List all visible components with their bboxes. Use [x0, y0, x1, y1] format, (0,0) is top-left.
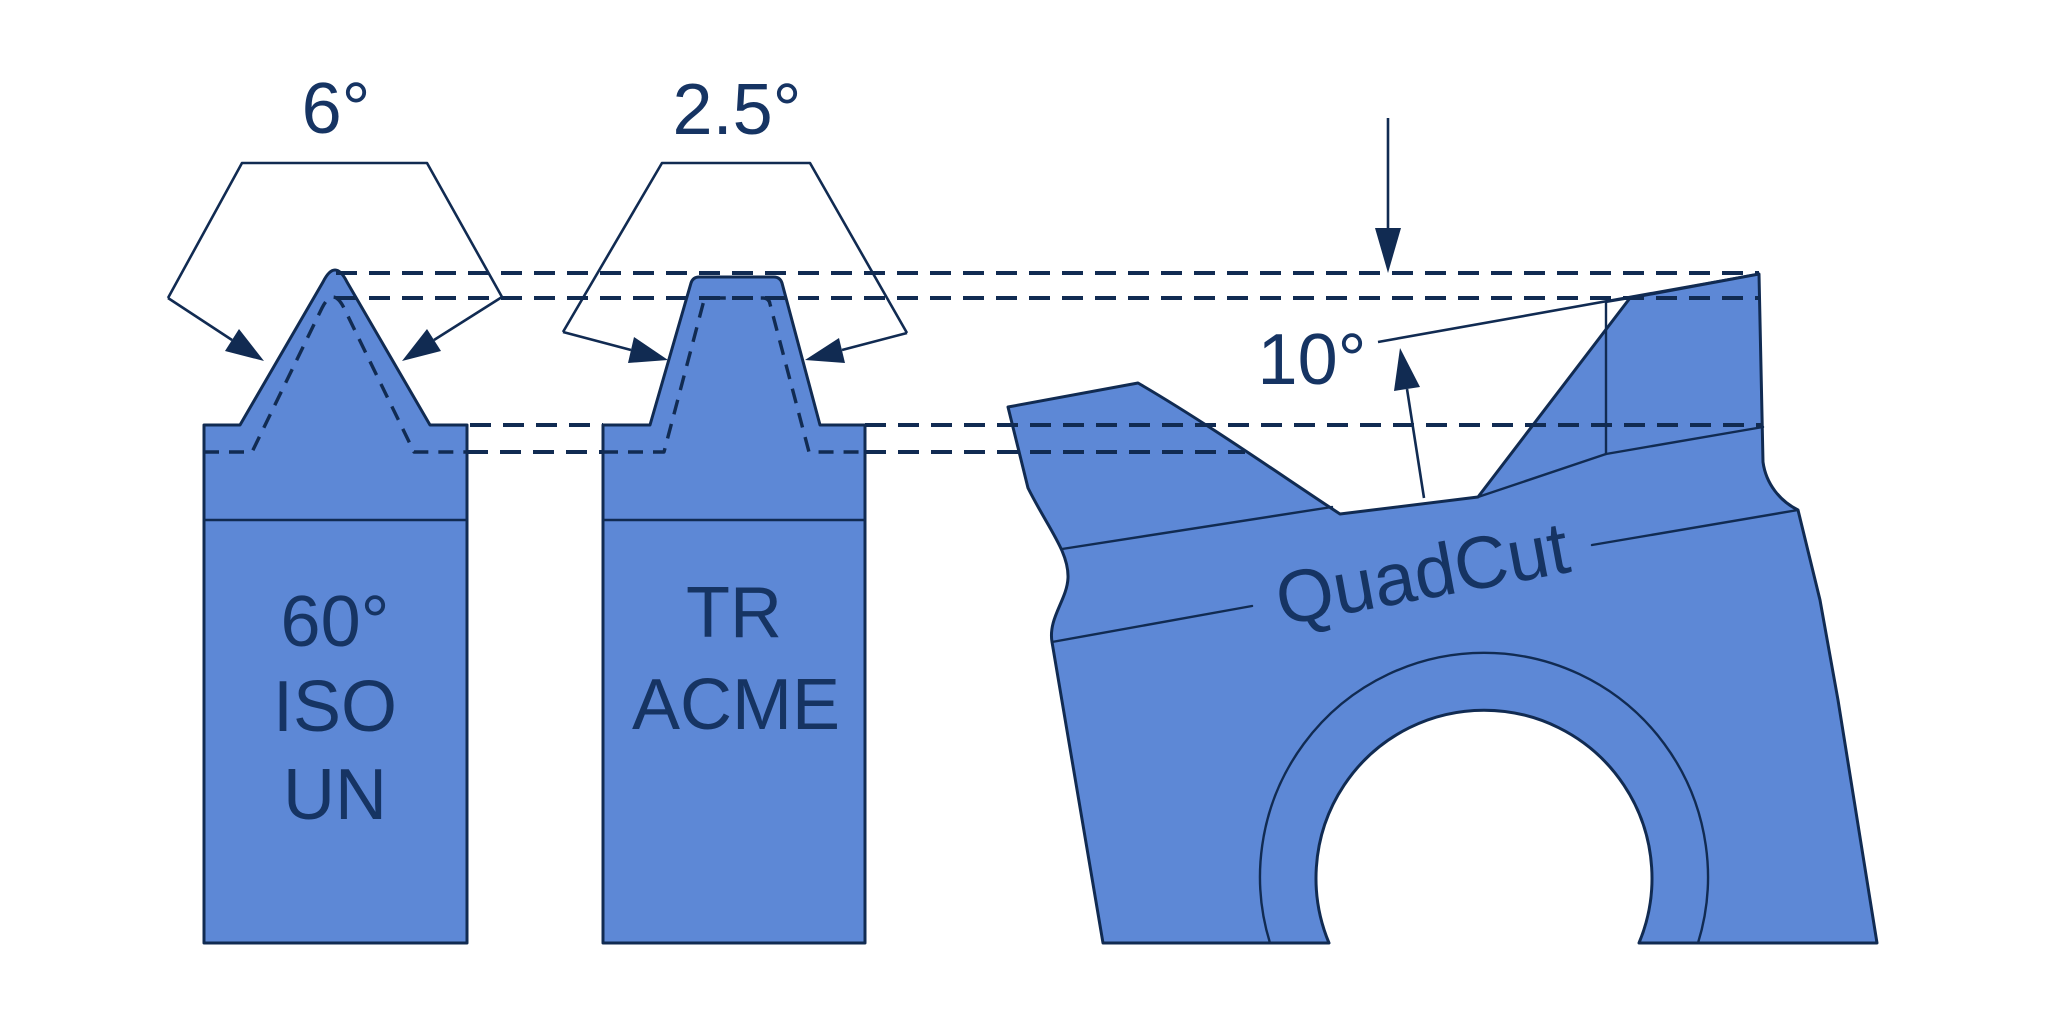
iso-angle-value: 6° [302, 69, 371, 149]
acme-angle-arrowhead-left-icon [628, 337, 668, 363]
acme-insert-label-tr: TR [686, 573, 782, 653]
quadcut-nose-facet-bottom-edge [1476, 425, 1765, 499]
quadcut-angle-reference-line [1377, 272, 1760, 344]
quadcut-angle-arrow-shaft [1405, 388, 1426, 499]
acme-insert-label-acme: ACME [632, 665, 840, 745]
iso-angle-arrowhead-right-icon [402, 329, 441, 361]
iso-angle-annotation-group: 6° [166, 69, 504, 361]
iso-insert-group: 60° ISO UN [202, 268, 469, 945]
depth-arrow-group [1375, 118, 1401, 273]
quadcut-angle-annotation-group: 10° [1258, 272, 1760, 499]
quadcut-insert-group: QuadCut [1006, 272, 1879, 945]
iso-angle-arrow-shaft-left [167, 296, 233, 342]
depth-arrowhead-down-icon [1375, 228, 1401, 273]
acme-angle-arrow-shaft-left [562, 330, 632, 352]
quadcut-face-edge-right-of-text [1590, 508, 1800, 547]
acme-insert-group: TR ACME [601, 275, 867, 945]
acme-angle-arrowhead-right-icon [805, 338, 845, 363]
construction-lines-group [336, 271, 1762, 454]
acme-angle-value: 2.5° [673, 70, 802, 150]
quadcut-face-edge-upper [1060, 505, 1334, 551]
iso-insert-label-un: UN [283, 755, 387, 835]
acme-angle-annotation-group: 2.5° [561, 70, 909, 363]
iso-insert-body [202, 268, 469, 945]
iso-insert-worn-profile-dashed [204, 295, 467, 454]
quadcut-counterbore-arc [1258, 651, 1710, 945]
iso-angle-arrow-shaft-right [433, 295, 503, 342]
quadcut-angle-value: 10° [1258, 320, 1367, 400]
acme-angle-arrow-shaft-right [841, 331, 908, 352]
acme-insert-body [601, 275, 867, 945]
iso-angle-arrowhead-left-icon [225, 329, 264, 361]
quadcut-face-edge-left-of-text [1050, 604, 1254, 644]
quadcut-angle-arrowhead-up-icon [1394, 348, 1420, 391]
iso-insert-label-standard: ISO [273, 667, 397, 747]
acme-angle-leader-line [561, 161, 909, 334]
iso-angle-leader-line [166, 161, 504, 299]
iso-insert-label-angle: 60° [281, 582, 390, 662]
